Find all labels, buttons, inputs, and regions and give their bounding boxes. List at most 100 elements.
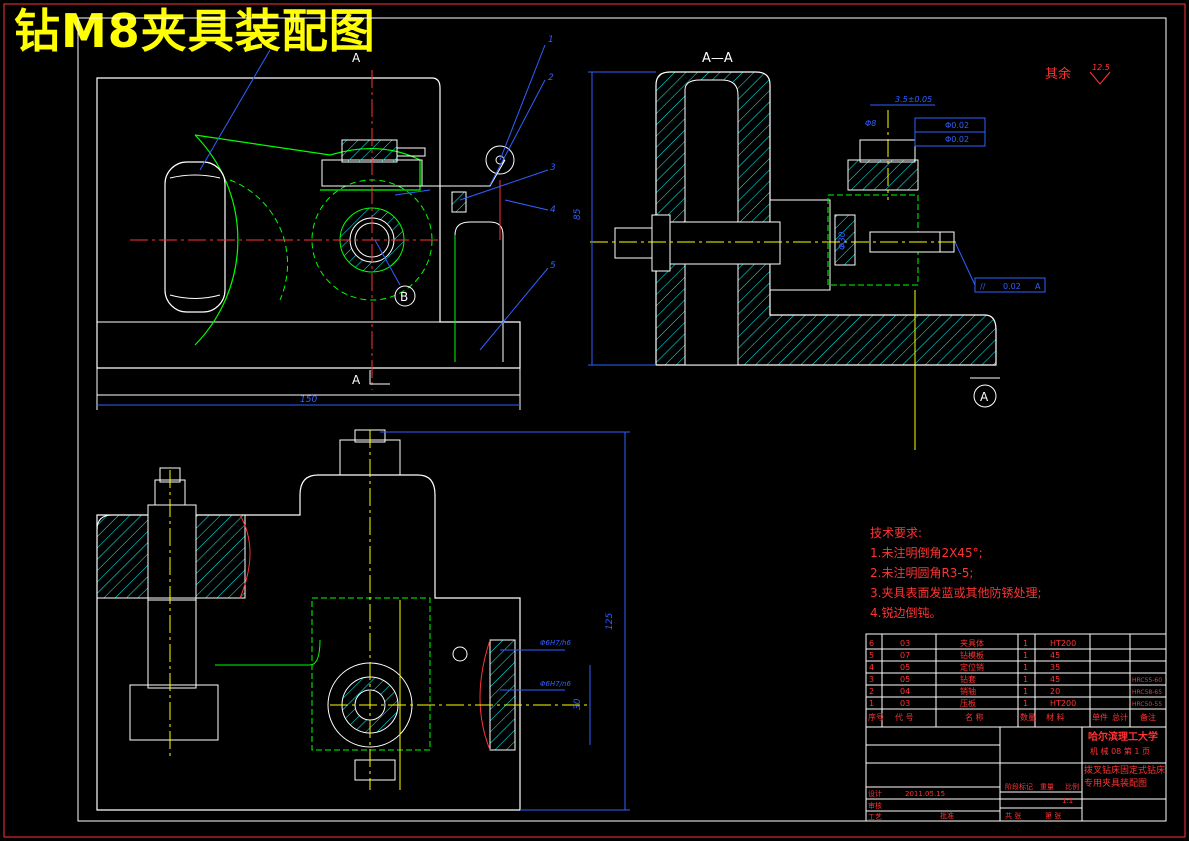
section-label: A—A: [702, 51, 733, 66]
bom-cell: 45: [1050, 651, 1060, 660]
dim-30: 30: [573, 698, 583, 710]
bom-cell: 1: [869, 699, 874, 708]
bom-cell: 03: [900, 639, 910, 648]
section-mark-top: A: [352, 51, 361, 65]
section-mark-bottom: A: [352, 373, 361, 387]
title-block-text: 哈尔滨理工大学 机 械 08 第 1 页 拨叉钻床固定式钻床 专用夹具装配图 设…: [868, 730, 1165, 821]
bom-cell: 20: [1050, 687, 1060, 696]
bom-header-cell: 单件: [1092, 712, 1108, 722]
section-view: A—A 85 Φ30 3.5±0.05 Φ8 Φ0.02 Φ0.02 //: [573, 51, 1111, 450]
leader-4: 4: [550, 205, 556, 215]
rest-label: 其余: [1045, 66, 1071, 82]
perp-val: 0.02: [1003, 282, 1021, 291]
tech-requirements: 技术要求: 1.未注明倒角2X45°; 2.未注明圆角R3-5; 3.夹具表面发…: [870, 526, 1042, 620]
bom-cell: 35: [1050, 663, 1060, 672]
bom-cell: 1: [1023, 699, 1028, 708]
bom-cell: HRC55-60: [1132, 677, 1162, 684]
bom-cell: 钻模板: [960, 650, 984, 660]
tech-heading: 技术要求:: [870, 526, 922, 540]
dim-height: 85: [573, 208, 583, 220]
bom-cell: 3: [869, 675, 874, 684]
bom-header-cell: 数量: [1020, 712, 1036, 722]
leader-5: 5: [550, 261, 556, 271]
dim-small: 3.5±0.05: [895, 95, 932, 104]
tb-date: 2011.05.15: [905, 790, 945, 798]
bom-cell: 1: [1023, 663, 1028, 672]
roughness: 12.5: [1092, 63, 1110, 72]
bom-cell: 钻套: [960, 674, 976, 684]
tb-sheet: 共 张: [1005, 811, 1021, 820]
leader-3: 3: [550, 163, 556, 173]
dim-dia: Φ8: [865, 119, 876, 128]
bom-cell: 03: [900, 699, 910, 708]
tech-item-3: 3.夹具表面发蓝或其他防锈处理;: [870, 585, 1042, 600]
bom-header-cell: 序号: [868, 712, 884, 722]
bom-table: [865, 633, 1167, 822]
tb-approve: 批准: [940, 811, 954, 820]
bom-cell: HRC58-65: [1132, 689, 1162, 696]
bom-cell: 定位销: [960, 662, 984, 672]
bom-cell: 6: [869, 639, 874, 648]
inner-border: [77, 17, 1167, 822]
drawing-name-2: 专用夹具装配图: [1084, 777, 1147, 789]
tech-item-2: 2.未注明圆角R3-5;: [870, 565, 973, 580]
tb-process: 工艺: [868, 813, 882, 821]
bom-cell: 05: [900, 663, 910, 672]
bom-header-cell: 代 号: [895, 712, 914, 722]
subtitle: 机 械 08 第 1 页: [1090, 746, 1150, 756]
bom-cell: 1: [1023, 651, 1028, 660]
tb-design: 设计: [868, 789, 882, 798]
bom-header-cell: 材 料: [1046, 712, 1065, 722]
tech-item-4: 4.锐边倒钝。: [870, 606, 941, 620]
bom-cell: 05: [900, 675, 910, 684]
tb-stage: 阶段标记: [1005, 782, 1033, 791]
bom-cell: HRC50-55: [1132, 701, 1162, 708]
dim-hole2: Φ6H7/n6: [540, 680, 571, 688]
tb-ratio: 比例: [1065, 782, 1079, 791]
drawing-name-1: 拨叉钻床固定式钻床: [1084, 764, 1165, 776]
school: 哈尔滨理工大学: [1088, 730, 1158, 743]
bom-cell: 4: [869, 663, 874, 672]
dim-hole1: Φ6H7/h6: [540, 639, 571, 647]
bom-header-cell: 备注: [1140, 712, 1156, 722]
bom-cell: 夹具体: [960, 638, 984, 648]
bom-cell: 45: [1050, 675, 1060, 684]
bom-cell: 2: [869, 687, 874, 696]
dim-125: 125: [605, 613, 615, 630]
leader-1: 1: [548, 35, 554, 45]
bom-header-cell: 名 称: [965, 712, 984, 722]
bom-cell: 07: [900, 651, 910, 660]
bom-cell: 04: [900, 687, 910, 696]
bom-cell: 压板: [960, 698, 976, 708]
bom-cell: 5: [869, 651, 874, 660]
tol-2: Φ0.02: [945, 135, 969, 144]
dim-width: 150: [300, 395, 317, 405]
perp-sym: //: [980, 282, 986, 291]
outer-border: [3, 3, 1186, 838]
perp-ref: A: [1035, 282, 1041, 291]
datum-b-circle: [394, 285, 416, 307]
bom-cell: 1: [1023, 687, 1028, 696]
datum-a: A: [980, 390, 989, 404]
bom-cell: 销轴: [960, 686, 976, 696]
tb-check: 审核: [868, 801, 882, 810]
bottom-view: 125 30 Φ6H7/h6 Φ6H7/n6: [96, 429, 630, 811]
bom-cell: 1: [1023, 639, 1028, 648]
datum-b: B: [400, 290, 408, 304]
drawing-title: 钻M8夹具装配图: [14, 4, 376, 58]
bom-cell: HT200: [1050, 699, 1076, 708]
dim-bore: Φ30: [838, 231, 848, 250]
tol-1: Φ0.02: [945, 121, 969, 130]
top-left-view: 1 2 3 4 5 B A A 150: [96, 35, 556, 410]
tb-page: 第 张: [1045, 811, 1061, 820]
tech-item-1: 1.未注明倒角2X45°;: [870, 545, 983, 560]
bom-cell: 1: [1023, 675, 1028, 684]
leader-2: 2: [548, 73, 554, 83]
tb-weight: 重量: [1040, 783, 1054, 791]
datum-a-circle: [973, 384, 997, 408]
tb-scale: 1:1: [1062, 797, 1073, 805]
bom-cell: HT200: [1050, 639, 1076, 648]
bom-header-cell: 总计: [1112, 712, 1128, 722]
